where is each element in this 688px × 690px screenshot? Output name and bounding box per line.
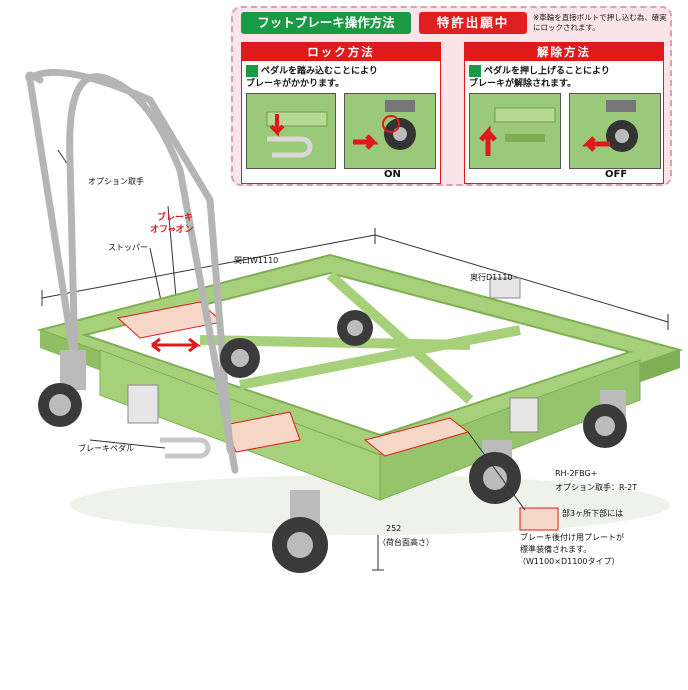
- pedal-up-illustration: [470, 94, 560, 168]
- wheel-off-illustration: [570, 94, 660, 168]
- brake-label-2: オフ⇔オン: [150, 225, 194, 235]
- stopper-label: ストッパー: [108, 243, 148, 252]
- release-photo-pedal: [469, 93, 561, 169]
- height-value: 252: [386, 524, 402, 533]
- brake-label-1: ブレーキ: [157, 213, 194, 223]
- plate-note-line4: （W1100×D1100タイプ）: [518, 557, 620, 566]
- depth-label: 奥行D1110: [470, 273, 513, 282]
- cart-frame: [36, 253, 684, 501]
- plate-note-line1: 部3ヶ所下部には: [562, 509, 624, 518]
- panel-title: フットブレーキ操作方法: [241, 12, 411, 34]
- panel-note: ※車輪を直接ボルトで押し込む為、確実にロックされます。: [533, 13, 667, 32]
- lock-photo-wheel: [344, 93, 436, 169]
- width-label: 間口W1110: [234, 256, 279, 265]
- lock-state: ON: [384, 169, 401, 180]
- green-square-icon: [246, 65, 258, 77]
- handle: [25, 68, 239, 474]
- release-text-line1: ペダルを押し上げることにより: [484, 66, 610, 77]
- plate-note-line2: ブレーキ後付け用プレートが: [520, 533, 624, 542]
- green-square-icon: [469, 65, 481, 77]
- lock-text-line2: ブレーキがかかります。: [246, 78, 345, 89]
- pedal-down-illustration: [247, 94, 335, 168]
- release-text-line2: ブレーキが解除されます。: [469, 78, 577, 89]
- model-label-2: オプション取手：R-2T: [555, 483, 638, 492]
- model-label-1: RH-2FBG+: [555, 469, 598, 478]
- plate-note-line3: 標準装備されます。: [520, 545, 592, 554]
- patent-badge: 特許出願中: [419, 12, 527, 34]
- release-state: OFF: [605, 169, 628, 180]
- option-handle-label: オプション取手: [88, 177, 144, 186]
- release-text: ペダルを押し上げることにより ブレーキが解除されます。: [469, 65, 610, 90]
- lock-text: ペダルを踏み込むことにより ブレーキがかかります。: [246, 65, 378, 90]
- release-heading: 解除方法: [465, 43, 663, 61]
- wheel-on-illustration: [345, 94, 435, 168]
- brake-pedal-label: ブレーキペダル: [78, 444, 134, 453]
- release-photo-wheel: [569, 93, 661, 169]
- lock-heading: ロック方法: [242, 43, 440, 61]
- lock-section: ロック方法 ペダルを踏み込むことにより ブレーキがかかります。 ON: [241, 42, 441, 184]
- lock-text-line1: ペダルを踏み込むことにより: [261, 66, 378, 77]
- height-label: （荷台面高さ）: [378, 538, 434, 547]
- release-section: 解除方法 ペダルを押し上げることにより ブレーキが解除されます。 OFF: [464, 42, 664, 184]
- mesh-legend-swatch: [519, 507, 559, 531]
- brake-instruction-panel: フットブレーキ操作方法 特許出願中 ※車輪を直接ボルトで押し込む為、確実にロック…: [231, 6, 672, 186]
- lock-photo-pedal: [246, 93, 336, 169]
